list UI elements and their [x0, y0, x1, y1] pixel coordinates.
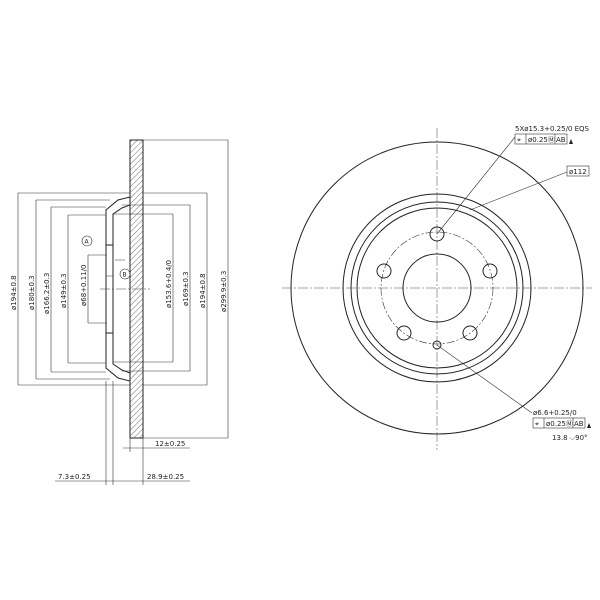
center-bore [402, 253, 472, 323]
svg-text:ø0.25Ⓜ: ø0.25Ⓜ [528, 136, 555, 144]
dim-12: 12±0.25 [155, 440, 185, 448]
front-view: 5Xø15.3+0.25/0 EQS ⌖ ø0.25Ⓜ AB ø112 ø6.6… [282, 125, 592, 450]
pcd-label: ø112 [569, 168, 587, 176]
dim-149: ø149±0.3 [60, 273, 68, 308]
dim-299-9: ø299.9±0.3 [220, 271, 228, 312]
svg-text:⌖: ⌖ [517, 136, 521, 144]
dim-194-left: ø194±0.8 [10, 275, 18, 310]
dim-153-6: ø153.6+0.4/0 [165, 260, 173, 308]
bolt-holes-note: 5Xø15.3+0.25/0 EQS [515, 125, 590, 133]
dim-180: ø180±0.3 [28, 275, 36, 310]
svg-text:AB: AB [574, 420, 584, 428]
dim-68: ø68+0.11/0 [80, 265, 88, 306]
svg-text:⌖: ⌖ [535, 420, 539, 428]
dim-7-3: 7.3±0.25 [58, 473, 91, 481]
small-hole-depth: 13.8 ⌵90° [552, 434, 588, 442]
hat-section-bottom [105, 332, 131, 382]
dim-166-2: ø166.2±0.3 [43, 273, 51, 314]
dim-169: ø169±0.3 [182, 271, 190, 306]
bolt-holes [376, 226, 498, 350]
hat-section-top [105, 196, 131, 246]
dim-194-right: ø194±0.8 [199, 273, 207, 308]
datum-b: B [123, 272, 127, 279]
small-hole-tolerance-frame: ⌖ ø0.25Ⓜ AB [532, 417, 591, 429]
bolt-holes-tolerance-frame: ⌖ ø0.25Ⓜ AB [514, 133, 573, 145]
small-hole-note: ø6.6+0.25/0 [533, 409, 577, 417]
side-view: ø194±0.8 ø180±0.3 ø166.2±0.3 ø149±0.3 ø6… [10, 139, 229, 485]
svg-text:AB: AB [556, 136, 566, 144]
svg-text:ø0.25Ⓜ: ø0.25Ⓜ [546, 420, 573, 428]
datum-a: A [85, 239, 90, 246]
dim-28-9: 28.9±0.25 [147, 473, 184, 481]
